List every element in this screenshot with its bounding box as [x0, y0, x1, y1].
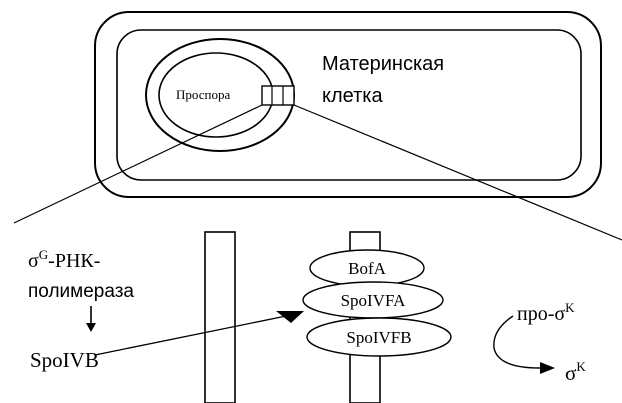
- pro-sigma-k-label: про-σK: [517, 300, 575, 325]
- rna-pol-line1-suffix: -РНК-: [48, 250, 100, 272]
- mother-cell-inner-membrane: [116, 29, 582, 181]
- spoivfb-protein: [306, 317, 452, 357]
- membrane-bar-left: [204, 231, 236, 403]
- sigma-k-symbol: σ: [565, 361, 576, 385]
- pro-k-superscript: K: [565, 300, 575, 315]
- bofa-label: BofA: [348, 259, 387, 278]
- sigma-g-superscript: G: [39, 247, 48, 262]
- spoivb-signal-triangle: [276, 311, 304, 323]
- sigma-g-symbol: σ: [28, 250, 39, 272]
- prespore-label: Проспора: [176, 87, 230, 102]
- spoivfa-label: SpoIVFA: [341, 291, 407, 310]
- sigma-k-label: σK: [565, 359, 586, 385]
- spoivb-label: SpoIVB: [30, 348, 99, 372]
- pro-prefix: про-: [517, 303, 554, 325]
- zoom-region-box: [261, 85, 295, 106]
- pro-sigma-symbol: σ: [554, 303, 565, 325]
- zoom-line-left: [13, 104, 263, 224]
- sigma-k-superscript: K: [576, 359, 586, 374]
- mother-cell-label-line2: клетка: [322, 85, 383, 107]
- spoivfb-label: SpoIVFB: [346, 328, 411, 347]
- zoom-line-right: [293, 104, 622, 241]
- processing-arrow-head: [540, 362, 555, 374]
- synthesis-arrow-head: [86, 323, 96, 332]
- spoivb-signal-line: [94, 313, 297, 356]
- processing-arrow-curve: [493, 315, 541, 369]
- sigma-g-rna-pol-line1: σG-РНК-: [28, 247, 100, 272]
- mother-cell-outer-wall: [94, 11, 602, 198]
- mother-cell-label-line1: Материнская: [322, 53, 444, 75]
- rna-pol-line2: полимераза: [28, 281, 134, 302]
